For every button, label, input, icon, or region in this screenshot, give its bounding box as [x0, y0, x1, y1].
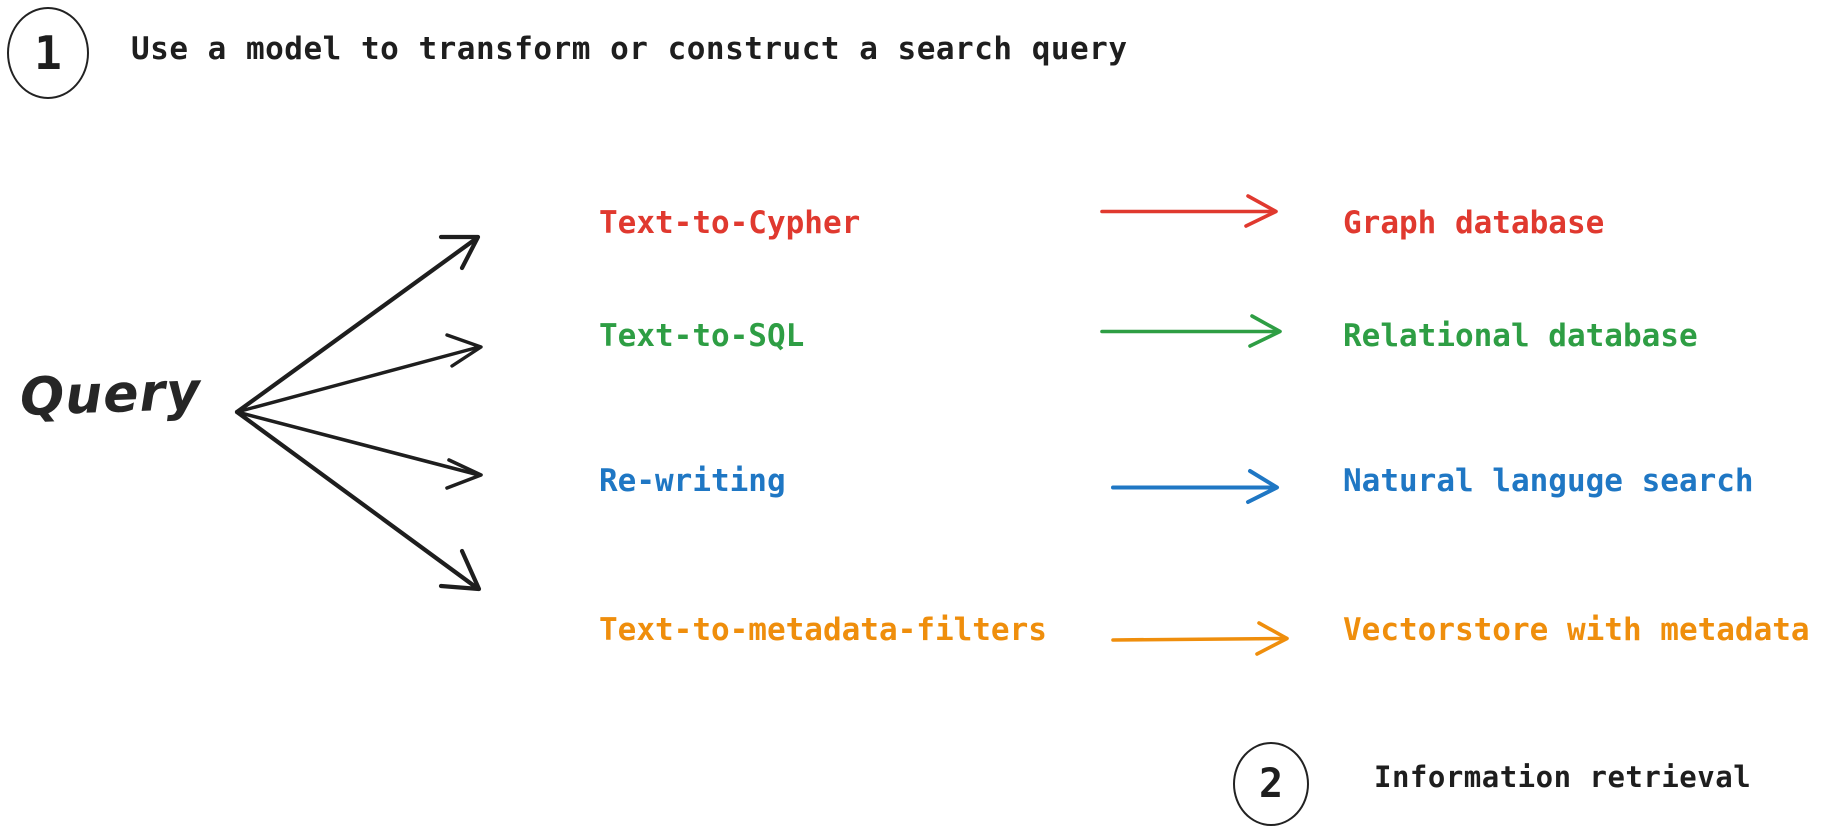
step-1-title: Use a model to transform or construct a … [131, 31, 1128, 67]
technique-label-text-to-metadata-filters: Text-to-metadata-filters [599, 612, 1047, 648]
row-arrow-icon-1 [1100, 194, 1278, 228]
technique-label-text-to-sql: Text-to-SQL [599, 318, 805, 354]
target-label-relational-database: Relational database [1343, 318, 1698, 354]
technique-label-text-to-cypher: Text-to-Cypher [599, 205, 861, 241]
row-arrow-icon-3 [1111, 469, 1279, 504]
row-arrow-icon-4 [1111, 621, 1289, 656]
step-badge-2-number: 2 [1258, 761, 1284, 807]
target-label-vectorstore-with-metadata: Vectorstore with metadata [1343, 612, 1810, 648]
target-label-graph-database: Graph database [1343, 205, 1605, 241]
target-label-natural-language-search: Natural languge search [1343, 463, 1754, 499]
step-badge-2: 2 [1233, 742, 1309, 826]
step-badge-1-number: 1 [34, 26, 62, 80]
row-arrow-icon-2 [1100, 314, 1282, 348]
query-source-label: Query [18, 361, 202, 428]
technique-label-re-writing: Re-writing [599, 463, 786, 499]
step-2-title: Information retrieval [1374, 760, 1752, 794]
step-badge-1: 1 [7, 7, 89, 99]
